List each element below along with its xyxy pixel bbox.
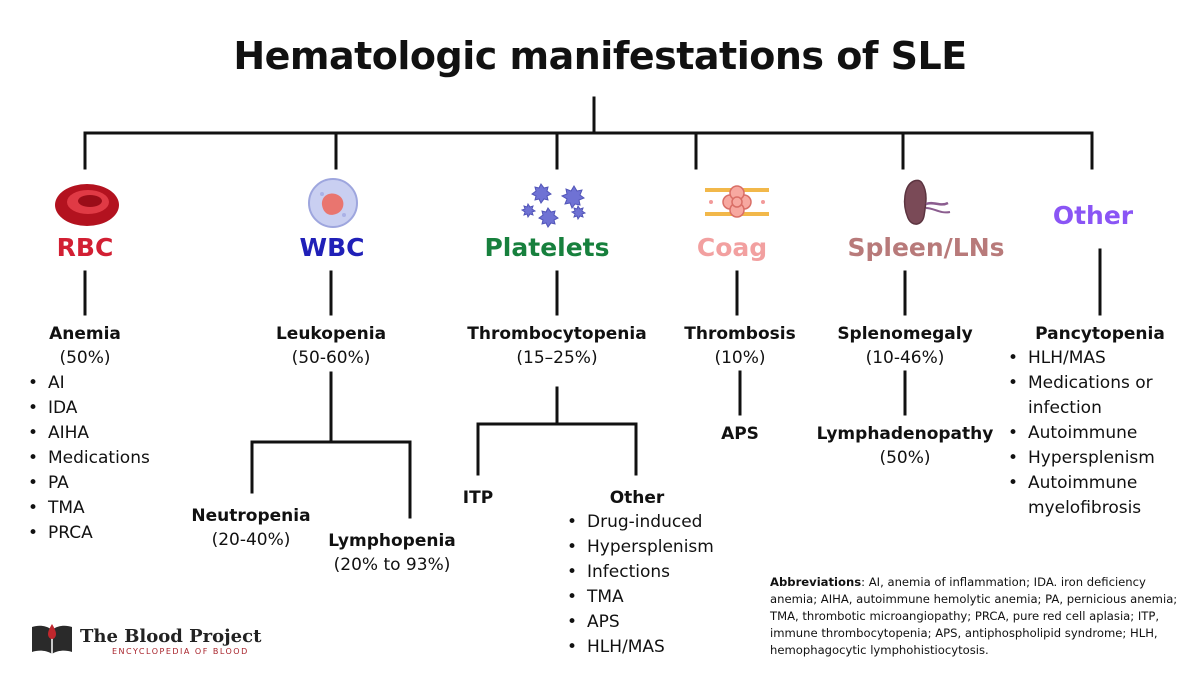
category-coag: Coag — [696, 233, 768, 262]
lymphopenia-stat: (20% to 93%) — [333, 555, 451, 575]
platelets-other-heading-node: Other — [587, 486, 687, 510]
neutropenia-heading: Neutropenia — [191, 506, 311, 526]
list-item: APS — [565, 610, 714, 635]
platelets-icon — [520, 183, 587, 228]
list-item: infection — [1028, 398, 1102, 418]
itp-label: ITP — [462, 488, 494, 508]
red-blood-cell-icon — [55, 184, 119, 226]
abbreviations-note: Abbreviations: AI, anemia of inflammatio… — [770, 574, 1182, 659]
lymphopenia-heading: Lymphopenia — [328, 531, 456, 551]
lymphadenopathy-node: Lymphadenopathy (50%) — [810, 422, 1000, 470]
category-other: Other — [1052, 201, 1134, 230]
list-item: Drug-induced — [565, 510, 714, 535]
anemia-heading: Anemia — [49, 324, 121, 344]
lymphadenopathy-stat: (50%) — [879, 448, 931, 468]
list-item: TMA — [565, 585, 714, 610]
open-book-logo-icon — [32, 624, 72, 654]
list-item: Autoimmune — [1006, 471, 1155, 496]
splenomegaly-node: Splenomegaly (10-46%) — [825, 322, 985, 370]
anemia-stat: (50%) — [59, 348, 111, 368]
itp-node: ITP — [448, 486, 508, 510]
list-item: PA — [26, 471, 150, 496]
aps-node: APS — [700, 422, 780, 446]
anemia-causes-list: AI IDA AIHA Medications PA TMA PRCA — [26, 371, 150, 546]
lymphadenopathy-heading: Lymphadenopathy — [816, 424, 994, 444]
leukopenia-node: Leukopenia (50-60%) — [251, 322, 411, 370]
thrombosis-stat: (10%) — [714, 348, 766, 368]
logo-subtitle: ENCYCLOPEDIA OF BLOOD — [112, 647, 249, 656]
list-item: Infections — [565, 560, 714, 585]
logo-name: The Blood Project — [80, 626, 262, 647]
aps-label: APS — [721, 424, 759, 444]
thrombocytopenia-stat: (15–25%) — [516, 348, 598, 368]
list-item: IDA — [26, 396, 150, 421]
thrombocytopenia-node: Thrombocytopenia (15–25%) — [457, 322, 657, 370]
neutropenia-stat: (20-40%) — [211, 530, 291, 550]
clot-in-vessel-icon — [705, 185, 769, 218]
list-item: Autoimmune — [1006, 421, 1155, 446]
list-item: AI — [26, 371, 150, 396]
thrombosis-heading: Thrombosis — [684, 324, 796, 344]
diagram-title: Hematologic manifestations of SLE — [233, 34, 967, 78]
neutropenia-node: Neutropenia (20-40%) — [180, 504, 322, 552]
leukopenia-heading: Leukopenia — [275, 324, 387, 344]
list-item: Medications or — [1006, 371, 1155, 396]
list-item: PRCA — [26, 521, 150, 546]
list-item: Medications — [26, 446, 150, 471]
platelets-other-heading: Other — [609, 488, 665, 508]
pancytopenia-list: HLH/MAS Medications or infection Autoimm… — [1006, 346, 1155, 521]
spleen-icon — [903, 179, 951, 225]
list-item: TMA — [26, 496, 150, 521]
list-item: AIHA — [26, 421, 150, 446]
platelets-other-list: Drug-induced Hypersplenism Infections TM… — [565, 510, 714, 660]
abbreviations-label: Abbreviations — [770, 575, 862, 589]
splenomegaly-stat: (10-46%) — [865, 348, 945, 368]
thrombocytopenia-heading: Thrombocytopenia — [467, 324, 647, 344]
list-item: Hypersplenism — [565, 535, 714, 560]
lymphopenia-node: Lymphopenia (20% to 93%) — [322, 529, 462, 577]
category-wbc: WBC — [299, 233, 365, 262]
splenomegaly-heading: Splenomegaly — [837, 324, 973, 344]
abbreviations-text: : AI, anemia of inflammation; IDA. iron … — [770, 575, 1178, 657]
list-item: myelofibrosis — [1028, 498, 1142, 518]
white-blood-cell-icon — [308, 178, 358, 228]
list-item: HLH/MAS — [1006, 346, 1155, 371]
category-spleen: Spleen/LNs — [847, 233, 1005, 262]
thrombosis-node: Thrombosis (10%) — [680, 322, 800, 370]
category-rbc: RBC — [56, 233, 114, 262]
leukopenia-stat: (50-60%) — [291, 348, 371, 368]
category-platelets: Platelets — [484, 233, 610, 262]
anemia-node: Anemia (50%) — [25, 322, 145, 370]
pancytopenia-heading: Pancytopenia — [1035, 324, 1165, 344]
list-item: Hypersplenism — [1006, 446, 1155, 471]
pancytopenia-node: Pancytopenia — [1030, 322, 1170, 346]
list-item: HLH/MAS — [565, 635, 714, 660]
